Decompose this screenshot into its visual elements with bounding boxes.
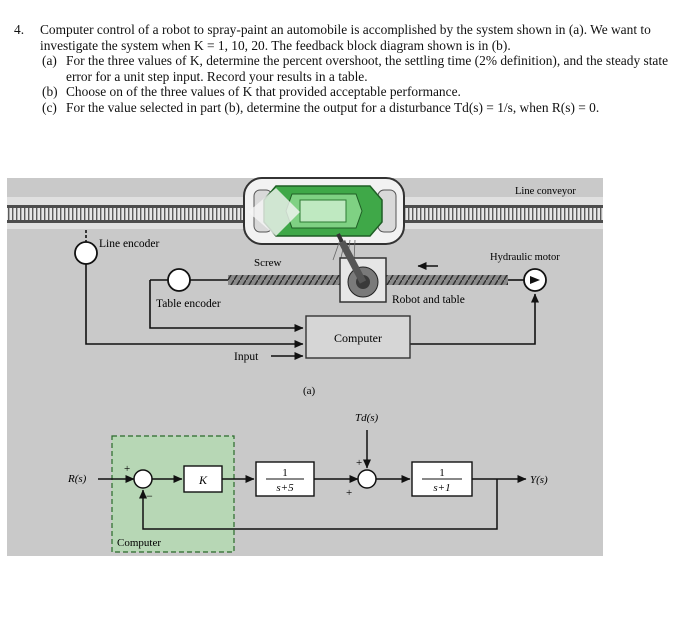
r-label: R(s) [67, 473, 87, 485]
input-label: Input [234, 351, 259, 363]
part-b-label: (b) [42, 84, 58, 100]
problem-number: 4. [14, 22, 25, 37]
problem-statement: 4. Computer control of a robot to spray-… [14, 22, 684, 116]
part-b-text: Choose on of the three values of K that … [66, 84, 461, 100]
part-a-text: For the three values of K, determine the… [66, 53, 669, 84]
computer-region [111, 435, 235, 553]
hydraulic-motor-label: Hydraulic motor [490, 252, 560, 263]
g1-num: 1 [282, 467, 288, 479]
computer-region-label: Computer [117, 537, 161, 549]
problem-intro: 4. Computer control of a robot to spray-… [14, 22, 684, 53]
sum1-plus: + [124, 463, 130, 475]
part-a-label: (a) [42, 53, 57, 69]
robot-and-table-label: Robot and table [392, 294, 465, 306]
line-encoder-icon [74, 241, 98, 265]
screw-label: Screw [254, 257, 282, 269]
figure-a-caption: (a) [303, 385, 316, 397]
summing-junction-2 [357, 469, 377, 489]
robot-and-table-icon [336, 233, 387, 303]
sum1-minus: − [146, 489, 153, 503]
part-b: (b) Choose on of the three values of K t… [40, 84, 684, 100]
motor-command-wire [410, 293, 539, 345]
y-label: Y(s) [530, 474, 548, 486]
part-c: (c) For the value selected in part (b), … [40, 100, 684, 116]
summing-junction-1 [133, 469, 153, 489]
g1-den: s+5 [276, 482, 294, 494]
computer-box [305, 315, 411, 359]
computer-label: Computer [334, 331, 382, 345]
g2-num: 1 [439, 467, 445, 479]
line-conveyor-label: Line conveyor [515, 186, 576, 197]
sum2-plus-left: + [346, 487, 352, 499]
g2-den: s+1 [433, 482, 450, 494]
gain-label: K [198, 473, 208, 487]
td-label: Td(s) [355, 412, 379, 424]
part-c-label: (c) [42, 99, 57, 115]
part-c-text: For the value selected in part (b), dete… [66, 99, 600, 115]
table-encoder-icon [167, 268, 191, 292]
table-encoder-label: Table encoder [156, 298, 221, 310]
part-a: (a) For the three values of K, determine… [40, 53, 684, 84]
gain-block [183, 465, 223, 493]
screw-icon [228, 275, 340, 285]
screw-icon-right [386, 275, 508, 285]
line-encoder-label: Line encoder [99, 238, 160, 250]
table-encoder-wire [149, 280, 304, 332]
sum2-plus-top: + [356, 457, 362, 469]
figure: Line conveyor Line encoder Screw Robot a… [0, 170, 700, 631]
figure-svg: Line conveyor Line encoder Screw Robot a… [7, 177, 603, 556]
feedback-path [139, 479, 498, 530]
problem-intro-text: Computer control of a robot to spray-pai… [40, 22, 651, 53]
plant-block-1 [255, 461, 315, 497]
line-encoder-wire [85, 264, 304, 348]
automobile [243, 177, 405, 245]
